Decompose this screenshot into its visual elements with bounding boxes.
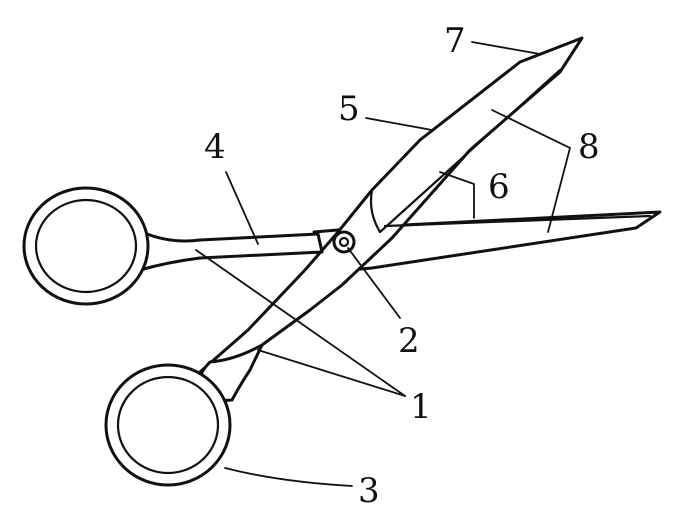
leader-5 — [365, 117, 433, 131]
pivot-screw-outer — [332, 230, 356, 254]
lower-finger-ring-inner — [116, 375, 220, 475]
leader-1b — [257, 349, 406, 397]
label-4: 4 — [204, 127, 226, 167]
lower-finger-ring-outer — [104, 363, 232, 487]
label-5: 5 — [338, 89, 360, 129]
lower-blade-edge — [383, 214, 652, 228]
upper-finger-ring-outer — [22, 186, 150, 306]
upper-handle-arm — [138, 230, 324, 272]
upper-blade — [198, 36, 584, 380]
leader-2 — [347, 247, 401, 319]
upper-blade-edge — [369, 68, 562, 234]
label-7: 7 — [444, 21, 466, 61]
leader-7 — [471, 41, 541, 55]
label-1: 1 — [410, 387, 432, 427]
leader-3 — [224, 467, 353, 487]
label-6: 6 — [488, 167, 510, 207]
pivot-screw-inner — [338, 236, 350, 248]
label-3: 3 — [358, 471, 380, 511]
leader-4 — [225, 171, 259, 245]
label-8: 8 — [578, 127, 600, 167]
leader-1a — [195, 249, 406, 397]
leader-6 — [439, 171, 475, 219]
leader-8 — [491, 109, 572, 233]
label-2: 2 — [398, 321, 420, 361]
upper-finger-ring-inner — [34, 198, 138, 294]
